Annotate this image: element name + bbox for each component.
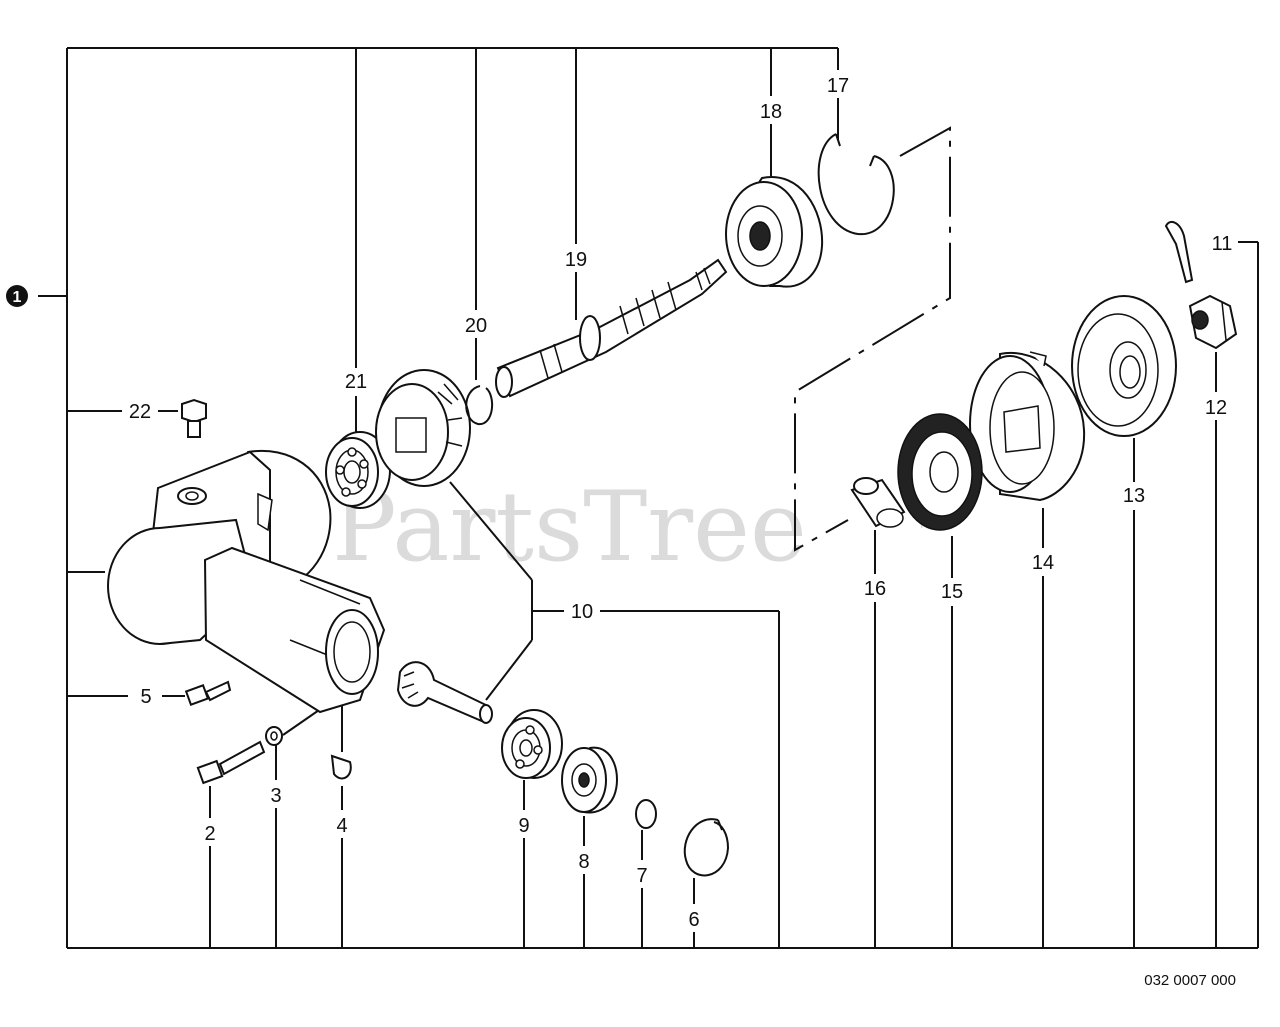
callout-15: 15 xyxy=(941,581,963,603)
callout-21: 21 xyxy=(345,371,367,393)
callout-13: 13 xyxy=(1123,485,1145,507)
callout-4: 4 xyxy=(336,815,347,837)
part-9-bearing xyxy=(501,709,563,779)
callout-10: 10 xyxy=(571,601,593,623)
part-15-oil-seal xyxy=(897,413,983,531)
callout-12: 12 xyxy=(1205,397,1227,419)
callout-1: 1 xyxy=(6,285,28,307)
callout-22: 22 xyxy=(129,401,151,423)
part-18-bearing xyxy=(725,175,824,288)
part-6-snap-ring xyxy=(683,818,730,877)
part-14-holder xyxy=(969,351,1086,502)
part-5-bolt xyxy=(184,680,232,706)
part-2-bolt xyxy=(196,740,266,785)
left-leaders xyxy=(67,410,185,697)
part-3-washer xyxy=(265,726,283,746)
svg-text:1: 1 xyxy=(13,289,22,306)
callout-7: 7 xyxy=(636,865,647,887)
callout-9: 9 xyxy=(518,815,529,837)
part-11-cotter-pin xyxy=(1164,220,1194,284)
callout-14: 14 xyxy=(1032,552,1054,574)
part-20-snap-ring xyxy=(465,385,494,425)
part-10-bevel-gear-large xyxy=(375,369,471,487)
part-8-bearing xyxy=(561,746,618,814)
assembly-frame xyxy=(38,47,1259,949)
gear-case-housing xyxy=(107,449,386,714)
callout-5: 5 xyxy=(140,686,151,708)
callout-18: 18 xyxy=(760,101,782,123)
callout-8: 8 xyxy=(578,851,589,873)
callout-3: 3 xyxy=(270,785,281,807)
part-17-snap-ring xyxy=(817,133,895,236)
reference-code: 032 0007 000 xyxy=(1144,972,1236,989)
callout-2: 2 xyxy=(204,823,215,845)
part-16-collar xyxy=(850,477,906,528)
callout-11: 11 xyxy=(1212,233,1233,255)
watermark: PartsTree xyxy=(332,471,807,583)
callout-20: 20 xyxy=(465,315,487,337)
callout-19: 19 xyxy=(565,249,587,271)
part-7-snap-ring xyxy=(635,799,657,829)
callout-16: 16 xyxy=(864,578,886,600)
callout-17: 17 xyxy=(827,75,849,97)
bottom-leaders xyxy=(209,352,1217,948)
part-19-shaft xyxy=(495,258,728,398)
part-4-key xyxy=(330,754,352,780)
callout-6: 6 xyxy=(688,909,699,931)
part-21-bearing xyxy=(325,431,391,509)
part-10-pinion-gear xyxy=(396,661,493,724)
assembly-dashed-path xyxy=(794,126,951,552)
part-22-bolt xyxy=(181,398,207,438)
part-13-washer xyxy=(1071,295,1177,437)
top-leaders xyxy=(355,48,839,438)
part-12-castle-nut xyxy=(1188,294,1238,350)
